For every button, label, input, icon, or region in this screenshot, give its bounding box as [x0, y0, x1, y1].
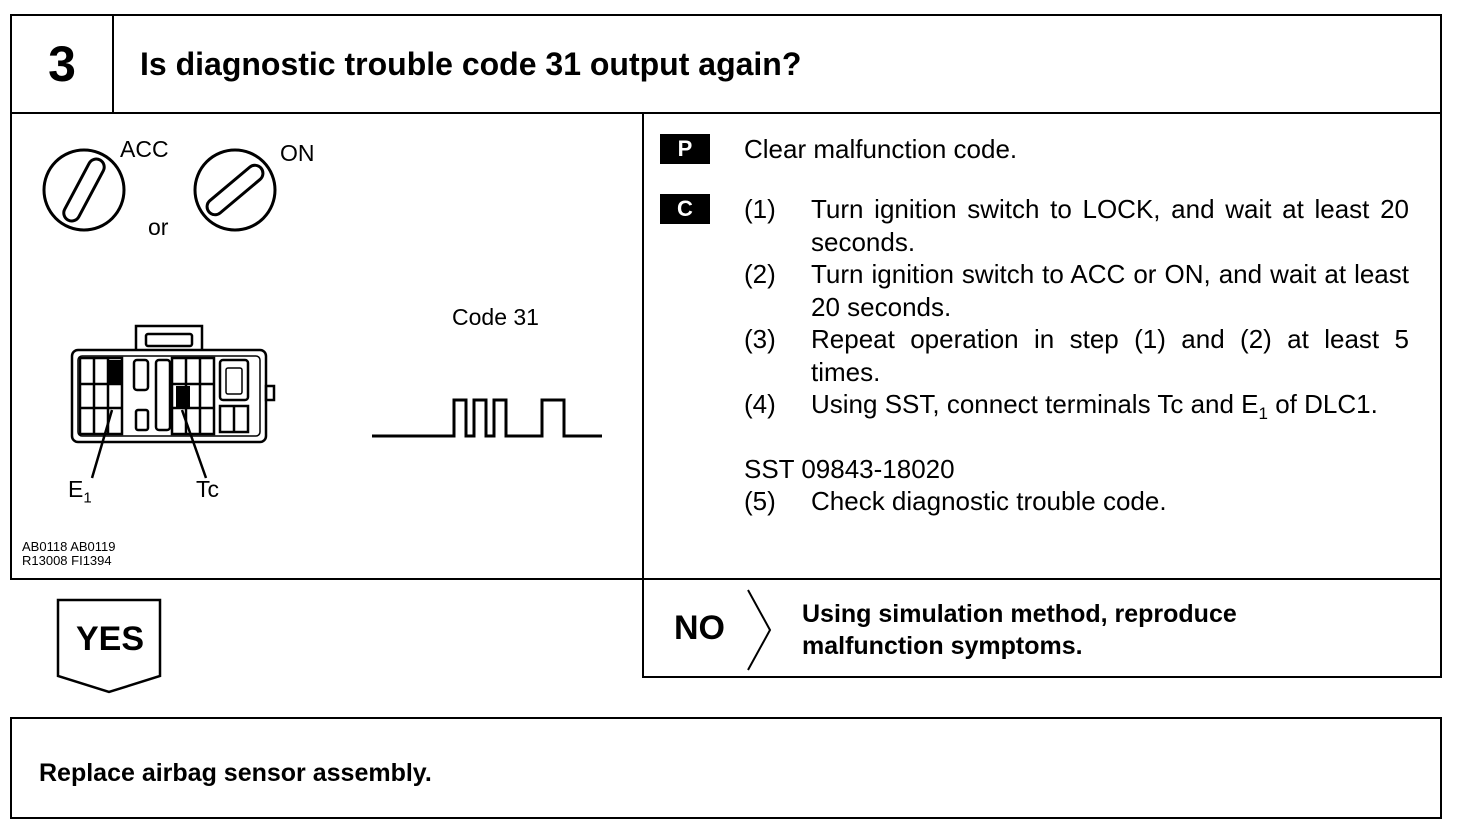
p-badge: P	[660, 134, 710, 164]
step-2-text: Turn ignition switch to ACC or ON, and w…	[811, 259, 1409, 322]
or-label: or	[148, 214, 169, 240]
yes-arrow-icon	[56, 598, 162, 694]
code-label: Code 31	[452, 304, 539, 330]
step-3-number: (3)	[744, 324, 776, 354]
figure-ref-line2: R13008 FI1394	[22, 553, 112, 568]
tc-terminal	[176, 386, 190, 408]
no-chevron-icon	[747, 589, 772, 671]
no-label: NO	[674, 609, 725, 647]
tc-leader-line	[180, 409, 208, 479]
e1-terminal	[108, 360, 122, 384]
step-header: 3 Is diagnostic trouble code 31 output a…	[10, 14, 1442, 114]
no-result-box: NO Using simulation method, reproduce ma…	[642, 578, 1442, 678]
e1-label: E1	[68, 476, 92, 507]
sst-number: SST 09843-18020	[744, 454, 955, 484]
step-question: Is diagnostic trouble code 31 output aga…	[140, 46, 802, 82]
step-5-text: Check diagnostic trouble code.	[811, 486, 1167, 516]
e1-leader-line	[90, 409, 114, 479]
tc-label: Tc	[196, 476, 219, 502]
on-key-switch-icon	[193, 148, 277, 232]
acc-label: ACC	[120, 136, 169, 162]
illustration-panel: ACC ON or Code 31 E1 Tc AB0118 AB0119 R1…	[10, 112, 644, 580]
final-action-text: Replace airbag sensor assembly.	[39, 759, 432, 787]
yes-label: YES	[75, 620, 145, 658]
on-label: ON	[280, 140, 315, 166]
code-31-waveform	[372, 398, 602, 438]
step-4-number: (4)	[744, 389, 776, 419]
step-number: 3	[12, 16, 114, 112]
p-instruction: Clear malfunction code.	[744, 134, 1018, 164]
c-badge: C	[660, 194, 710, 224]
no-action-line1: Using simulation method, reproduce	[802, 600, 1237, 628]
step-5-number: (5)	[744, 486, 776, 516]
figure-ref-line1: AB0118 AB0119	[22, 539, 116, 554]
final-action-box: Replace airbag sensor assembly.	[10, 717, 1442, 819]
no-action-line2: malfunction symptoms.	[802, 632, 1083, 660]
illustration-drawing	[42, 148, 602, 479]
acc-key-switch-icon	[42, 148, 126, 232]
no-action-text: Using simulation method, reproduce malfu…	[802, 598, 1237, 662]
step-4-text: Using SST, connect terminals Tc and E1 o…	[811, 389, 1378, 424]
step-1-number: (1)	[744, 194, 776, 224]
step-1-text: Turn ignition switch to LOCK, and wait a…	[811, 194, 1409, 257]
dlc1-connector-icon	[70, 324, 276, 444]
procedure-panel: P Clear malfunction code. C (1) Turn ign…	[642, 112, 1442, 580]
step-2-number: (2)	[744, 259, 776, 289]
step-3-text: Repeat operation in step (1) and (2) at …	[811, 324, 1409, 387]
